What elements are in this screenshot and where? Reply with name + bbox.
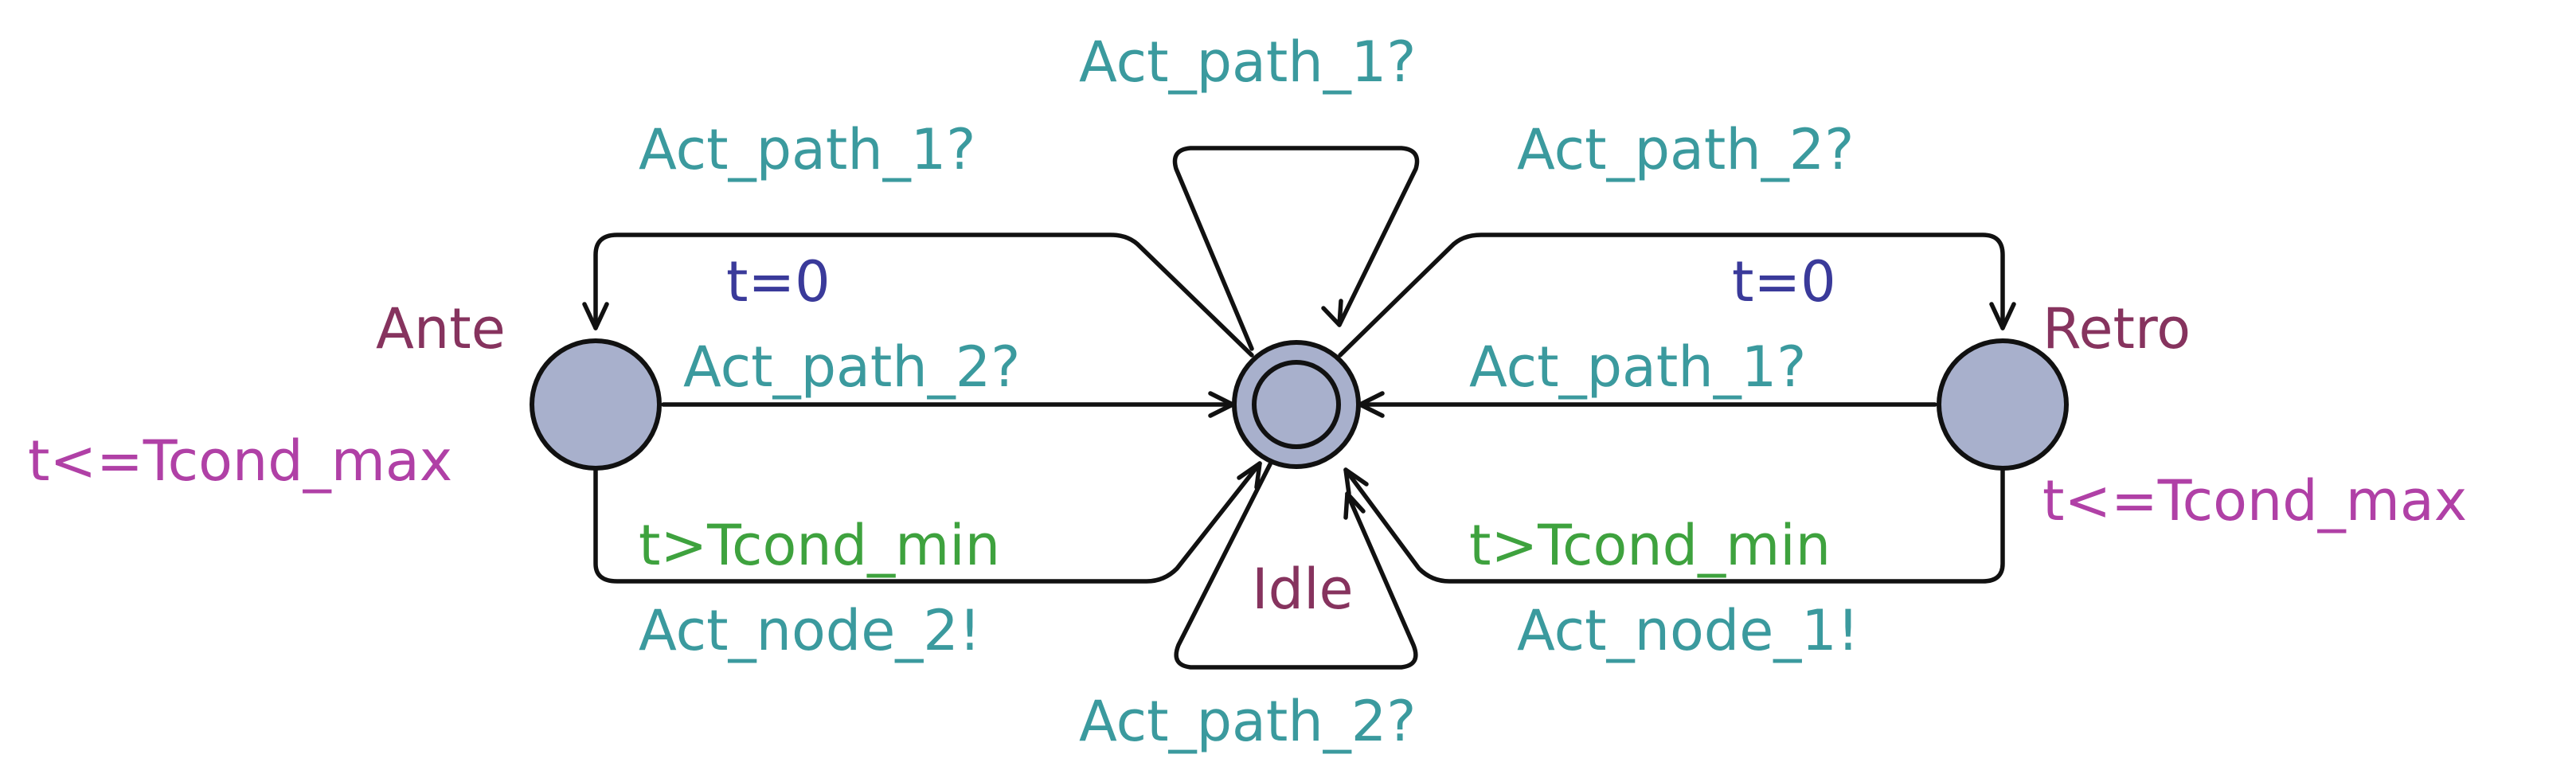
- arrowhead: [582, 302, 609, 330]
- location-name-ante: Ante: [376, 296, 506, 362]
- edge-retro-return: [1343, 467, 2005, 584]
- invariant-retro: t<=Tcond_max: [2042, 468, 2467, 534]
- location-idle: [1232, 340, 1361, 469]
- sync-ante-to-idle: Act_path_2?: [683, 334, 1020, 400]
- sync-idle-self-bottom: Act_path_2?: [1079, 689, 1416, 754]
- sync-retro-to-idle: Act_path_1?: [1469, 334, 1806, 400]
- location-retro: [1937, 338, 2069, 471]
- arrowhead: [1989, 302, 2016, 330]
- invariant-ante: t<=Tcond_max: [28, 428, 452, 494]
- assign-idle-to-retro: t=0: [1732, 249, 1836, 315]
- assign-idle-to-ante: t=0: [726, 249, 831, 315]
- sync-idle-to-ante: Act_path_1?: [639, 117, 975, 182]
- initial-marker: [1252, 360, 1341, 449]
- sync-idle-to-retro: Act_path_2?: [1517, 117, 1854, 182]
- arrowhead: [1321, 299, 1343, 327]
- edge-idle-to-ante: [582, 233, 1254, 358]
- sync-retro-return: Act_node_1!: [1517, 598, 1859, 663]
- location-name-retro: Retro: [2042, 296, 2191, 362]
- location-ante: [530, 338, 662, 471]
- arrowhead: [1237, 461, 1262, 490]
- edge-ante-return: [593, 461, 1262, 584]
- location-name-idle: Idle: [1252, 557, 1354, 622]
- guard-ante-return: t>Tcond_min: [639, 513, 1000, 578]
- arrowhead: [1343, 467, 1369, 496]
- edge-idle-self-top: [1172, 146, 1420, 351]
- sync-ante-return: Act_node_2!: [639, 598, 981, 663]
- edge-idle-to-retro: [1338, 233, 2016, 358]
- sync-idle-self-top: Act_path_1?: [1079, 29, 1416, 95]
- guard-retro-return: t>Tcond_min: [1469, 513, 1831, 578]
